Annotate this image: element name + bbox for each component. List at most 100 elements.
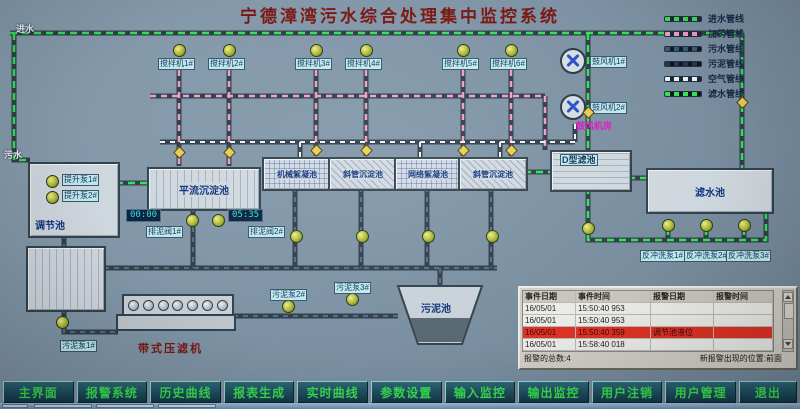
sewage-label: 污水: [4, 150, 23, 160]
scroll-thumb[interactable]: [784, 303, 794, 319]
air-line-icon: [664, 75, 702, 82]
sludge-tank[interactable]: [396, 284, 484, 346]
bottom-menu-bar: 主界面 报警系统 历史曲线 报表生成 实时曲线 参数设置 输入监控 输出监控 用…: [0, 381, 800, 403]
drain-pump-icon[interactable]: [212, 214, 225, 227]
menu-button-history-curve[interactable]: 历史曲线: [150, 381, 221, 403]
inclined-tube-2-label: 斜管沉淀池: [473, 168, 513, 180]
os-taskbar: [0, 403, 800, 409]
menu-button-main[interactable]: 主界面: [3, 381, 74, 403]
alarm-row[interactable]: 16/05/01 15:50:40 953: [523, 315, 773, 327]
grid-flocculation-label: 网络絮凝池: [408, 168, 448, 180]
alarm-grid: 事件日期 事件时间 报警日期 报警时间 16/05/01 15:50:40 95…: [522, 290, 774, 352]
mixer-3-pump-icon[interactable]: [310, 44, 323, 57]
alarm-total-text: 报警的总数:4: [524, 354, 571, 363]
horizontal-sedimentation-label: 平流沉淀池: [179, 181, 229, 197]
roller-icon: [157, 299, 169, 311]
scroll-up-icon[interactable]: [783, 292, 793, 302]
timer-2: 05:35: [228, 209, 264, 222]
taskbar-window-button[interactable]: [158, 404, 216, 408]
mixer-4-pump-icon[interactable]: [360, 44, 373, 57]
grid-flocculation-tank[interactable]: 网络絮凝池: [394, 157, 462, 191]
roller-icon: [202, 299, 214, 311]
mechanical-flocculation-tank[interactable]: 机械絮凝池: [262, 157, 332, 191]
mixer-1-label: 搅拌机1#: [158, 58, 195, 70]
sludge-tank-label: 污泥池: [421, 304, 451, 315]
alarm-row[interactable]: 16/05/01 15:58:40 018: [523, 339, 773, 351]
menu-button-report[interactable]: 报表生成: [223, 381, 295, 403]
alarm-col-header[interactable]: 事件日期: [523, 291, 576, 302]
inclined-tube-tank-1[interactable]: 斜管沉淀池: [328, 157, 398, 191]
scroll-down-icon[interactable]: [783, 339, 793, 349]
lift-pump-2-icon[interactable]: [46, 191, 59, 204]
menu-button-exit[interactable]: 退出: [738, 381, 797, 403]
alarm-col-header[interactable]: 报警日期: [651, 291, 714, 302]
menu-button-input-monitor[interactable]: 输入监控: [444, 381, 516, 403]
alarm-cell: 15:50:40 953: [576, 315, 651, 326]
menu-button-realtime-curve[interactable]: 实时曲线: [297, 381, 368, 403]
mixer-4-label: 搅拌机4#: [345, 58, 382, 70]
taskbar-start-button[interactable]: [2, 404, 28, 408]
horizontal-sedimentation-tank[interactable]: 平流沉淀池: [147, 167, 261, 211]
belt-press-label: 带式压滤机: [138, 343, 203, 355]
menu-button-parameters[interactable]: 参数设置: [370, 381, 442, 403]
sludge-pump-1-icon[interactable]: [56, 316, 69, 329]
menu-button-alarm-system[interactable]: 报警系统: [76, 381, 148, 403]
mixer-6-pump-icon[interactable]: [505, 44, 518, 57]
drain-pump-icon[interactable]: [186, 214, 199, 227]
sludge-pump-2-icon[interactable]: [282, 300, 295, 313]
mixer-2-pump-icon[interactable]: [223, 44, 236, 57]
mixer-6-label: 搅拌机6#: [490, 58, 527, 70]
legend-row-dosing: 加药管线: [664, 26, 744, 41]
sludge-thickener-tank[interactable]: [26, 246, 106, 312]
sewage-line-icon: [664, 45, 702, 52]
lift-pump-1-icon[interactable]: [46, 175, 59, 188]
filter-drain-pump-icon[interactable]: [582, 222, 595, 235]
alarm-cell: [714, 315, 773, 326]
legend-label: 空气管线: [708, 74, 745, 84]
taskbar-window-button[interactable]: [96, 404, 154, 408]
inclined-tube-tank-2[interactable]: 斜管沉淀池: [458, 157, 528, 191]
alarm-row-active[interactable]: 16/05/01 15:50:40 359 调节池液位: [523, 327, 773, 339]
tank-drain-pump-icon[interactable]: [486, 230, 499, 243]
legend-row-sludge: 污泥管线: [664, 56, 744, 71]
alarm-col-header[interactable]: 事件时间: [576, 291, 651, 302]
tank-drain-pump-icon[interactable]: [356, 230, 369, 243]
backwash-pump-2-icon[interactable]: [700, 219, 713, 232]
blower-2-fan-icon[interactable]: [560, 94, 586, 120]
belt-press-rollers[interactable]: [122, 294, 234, 316]
filtered-water-tank[interactable]: 滤水池: [646, 168, 774, 214]
alarm-cell: 16/05/01: [523, 327, 576, 338]
pipe-legend: 进水管线 加药管线 污水管线 污泥管线 空气管线 滤水管线: [664, 11, 744, 101]
sludge-pump-3-icon[interactable]: [346, 293, 359, 306]
sludge-pump-3-label: 污泥泵3#: [334, 282, 371, 294]
alarm-cell: 15:50:40 953: [576, 303, 651, 314]
alarm-row[interactable]: 16/05/01 15:50:40 953: [523, 303, 773, 315]
backwash-pump-3-icon[interactable]: [738, 219, 751, 232]
blower-1-fan-icon[interactable]: [560, 48, 586, 74]
roller-icon: [127, 299, 139, 311]
alarm-cell: [714, 339, 773, 350]
alarm-cell: 16/05/01: [523, 303, 576, 314]
roller-icon: [142, 299, 154, 311]
mixer-1-pump-icon[interactable]: [173, 44, 186, 57]
alarm-cell: [714, 303, 773, 314]
belt-press-base: [116, 314, 236, 331]
menu-button-logout[interactable]: 用户注销: [591, 381, 663, 403]
filtered-line-icon: [664, 90, 702, 97]
tank-drain-pump-icon[interactable]: [290, 230, 303, 243]
alarm-scrollbar[interactable]: [782, 290, 794, 352]
legend-row-inflow: 进水管线: [664, 11, 744, 26]
tank-drain-pump-icon[interactable]: [422, 230, 435, 243]
mixer-5-pump-icon[interactable]: [457, 44, 470, 57]
backwash-pump-1-icon[interactable]: [662, 219, 675, 232]
alarm-col-header[interactable]: 报警时间: [714, 291, 773, 302]
menu-button-output-monitor[interactable]: 输出监控: [518, 381, 589, 403]
alarm-cell: 16/05/01: [523, 339, 576, 350]
legend-row-filtered: 滤水管线: [664, 86, 744, 101]
lift-pump-2-label: 提升泵2#: [62, 190, 99, 202]
menu-button-user-management[interactable]: 用户管理: [665, 381, 736, 403]
regulating-tank-label: 调节池: [35, 221, 65, 232]
alarm-cell: [651, 303, 714, 314]
taskbar-window-button[interactable]: [34, 404, 92, 408]
